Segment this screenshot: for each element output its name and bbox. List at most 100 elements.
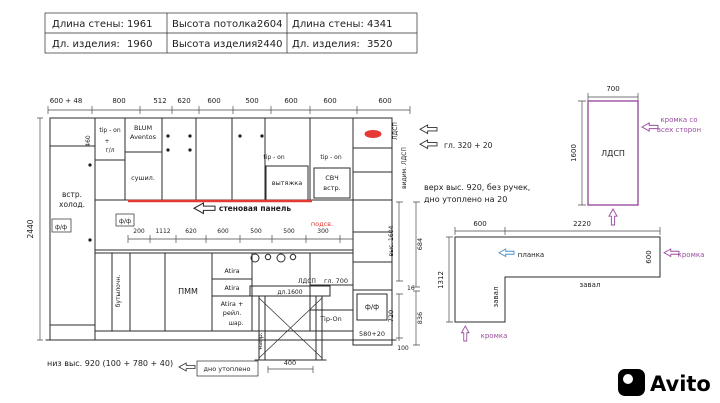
dim-top: 600 bbox=[323, 97, 336, 105]
header-label: Дл. изделия: bbox=[52, 39, 120, 50]
rail-label: рейл. bbox=[223, 309, 242, 317]
atira-label: Atira bbox=[224, 267, 239, 275]
header-value: 1961 bbox=[127, 19, 152, 30]
handle-dots bbox=[88, 134, 264, 242]
ct-dim-600-right: 600 bbox=[645, 250, 653, 263]
ldsp-side-label: ЛДСП bbox=[392, 122, 399, 140]
kromka-label: кромка bbox=[481, 332, 508, 340]
cooktop bbox=[250, 253, 297, 263]
tip-on-label: tip - on bbox=[320, 154, 341, 161]
ff-label: ф/ф bbox=[119, 218, 131, 225]
dim-mid: 1112 bbox=[155, 228, 170, 235]
dim-top: 600 bbox=[207, 97, 220, 105]
up-arrow-icon bbox=[461, 325, 470, 342]
ff-label: ф/ф bbox=[365, 303, 379, 311]
left-arrow-icon bbox=[419, 139, 438, 149]
avito-logo-dot bbox=[623, 374, 633, 384]
atira-plus-label: Atira + bbox=[221, 300, 244, 308]
visible-ldsp-label: видим. ЛДСП bbox=[401, 147, 408, 189]
header-value: 2604 bbox=[257, 19, 282, 30]
header-value: 1960 bbox=[127, 39, 152, 50]
fridge-label-2: холод. bbox=[59, 200, 85, 209]
header-label: Длина стены: bbox=[292, 19, 364, 30]
top-depth-label: гл. 320 + 20 bbox=[444, 141, 493, 150]
pullout-table bbox=[249, 285, 331, 361]
dim-100: 100 bbox=[397, 345, 409, 352]
dim-720: 720 bbox=[387, 310, 395, 322]
microwave-label-2: встр. bbox=[323, 184, 340, 192]
atira-label: Atira bbox=[224, 284, 239, 292]
blum-label: BLUM bbox=[134, 124, 152, 132]
table-length-label: дл.1600 bbox=[277, 289, 302, 296]
dim-top: 500 bbox=[245, 97, 258, 105]
note-bottom: низ выс. 920 (100 + 780 + 40) bbox=[47, 359, 173, 368]
gas-lift-label: г/л bbox=[105, 147, 114, 154]
panel-material: ЛДСП bbox=[601, 149, 625, 158]
panel-detail: 700 1600 ЛДСП кромка со всех сторон bbox=[570, 85, 701, 226]
dim-mid: 200 bbox=[133, 228, 145, 235]
backlight-label: подсв. bbox=[311, 220, 333, 228]
dim-top: 600 + 48 bbox=[50, 97, 83, 105]
guides-label: напр. bbox=[257, 332, 264, 349]
tip-on-blum-label: Tip-On bbox=[319, 315, 341, 323]
avito-logo-text: Avito bbox=[650, 372, 711, 396]
panel-outline bbox=[587, 100, 639, 206]
zaval-label: завал bbox=[492, 287, 500, 308]
note-top-2: дно утоплено на 20 bbox=[424, 195, 507, 204]
dim-400: 400 bbox=[284, 359, 296, 367]
dim-mid: 300 bbox=[317, 228, 329, 235]
dim-top: 620 bbox=[177, 97, 190, 105]
fridge-label-1: встр. bbox=[62, 190, 82, 199]
tip-on-label: tip - on bbox=[263, 154, 284, 161]
dim-top: 600 bbox=[284, 97, 297, 105]
panel-width: 700 bbox=[606, 85, 619, 93]
countertop-outline bbox=[454, 236, 661, 323]
left-arrow-icon bbox=[178, 362, 196, 372]
dishwasher-label: ПММ bbox=[178, 287, 198, 296]
kitchen-elevation-lines bbox=[45, 117, 397, 377]
ct-dim-600-left: 600 bbox=[473, 220, 486, 228]
planka-label: планка bbox=[518, 251, 544, 259]
panel-height: 1600 bbox=[570, 144, 578, 162]
left-arrow-icon bbox=[193, 202, 216, 215]
red-highlight bbox=[364, 130, 382, 138]
bottle-rack-label: бутылочн. bbox=[115, 275, 122, 307]
dim-580: 580+20 bbox=[359, 330, 385, 338]
kitchen-elevation-labels: 600 + 48 800 512 620 600 500 600 600 600… bbox=[26, 97, 530, 373]
header-label: Дл. изделия: bbox=[292, 39, 360, 50]
note-top-1: верх выс. 920, без ручек, bbox=[424, 183, 530, 192]
header-label: Длина стены: bbox=[52, 19, 124, 30]
dim-836: 836 bbox=[416, 312, 424, 324]
kromka-label: кромка bbox=[678, 251, 705, 259]
table-depth-label: гл. 700 bbox=[324, 277, 348, 285]
tip-on-label: tip - on bbox=[99, 127, 120, 134]
ldsp-table-label: ЛДСП bbox=[298, 278, 316, 285]
dim-684: 684 bbox=[416, 238, 424, 250]
dim-mid: 500 bbox=[283, 228, 295, 235]
dim-mid: 600 bbox=[217, 228, 229, 235]
edge-note-1: кромка со bbox=[660, 116, 697, 124]
microwave-label-1: СВЧ bbox=[325, 174, 338, 182]
aventos-label: Aventos bbox=[130, 133, 157, 141]
dim-1604: выс. 1604 bbox=[388, 225, 395, 256]
header-value: 4341 bbox=[367, 19, 392, 30]
dim-mid: 620 bbox=[185, 228, 197, 235]
dim-460: 460 bbox=[85, 135, 92, 147]
header-label: Высота изделия: bbox=[172, 39, 261, 50]
left-arrow-icon bbox=[419, 124, 438, 134]
countertop-detail: 600 2220 1312 600 планка кромка завал за… bbox=[437, 220, 705, 342]
header-table: Длина стены: 1961 Высота потолка: 2604 Д… bbox=[44, 12, 418, 54]
microwave-box bbox=[313, 167, 351, 199]
plus-label: + bbox=[104, 138, 109, 145]
zaval-label: завал bbox=[580, 281, 601, 289]
dryer-label: сушил. bbox=[131, 174, 155, 182]
ct-dim-1312: 1312 bbox=[437, 271, 445, 289]
up-arrow-icon bbox=[608, 208, 618, 226]
ball-slides-label: шар. bbox=[229, 320, 244, 327]
wall-panel-label: стеновая панель bbox=[219, 204, 291, 213]
dim-top: 800 bbox=[112, 97, 125, 105]
recessed-bottom-label: дно утоплено bbox=[203, 365, 250, 373]
dim-mid: 500 bbox=[250, 228, 262, 235]
header-label: Высота потолка: bbox=[172, 19, 260, 30]
